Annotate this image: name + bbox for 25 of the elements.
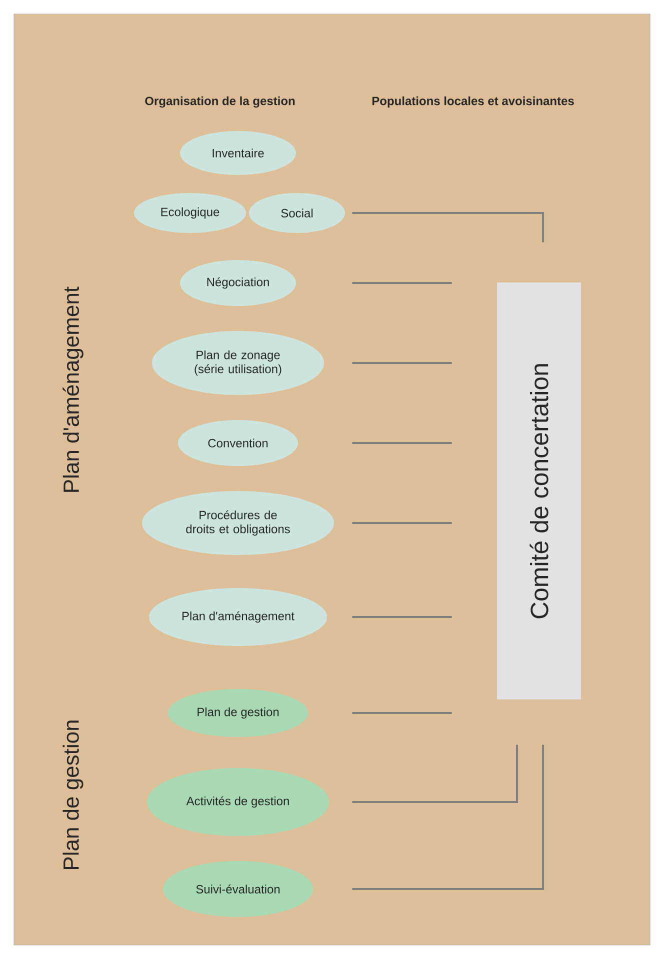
ellipse-node: Activités de gestion xyxy=(147,768,329,836)
ellipse-node: Suivi-évaluation xyxy=(163,861,313,917)
committee-box: Comité de concertation xyxy=(497,282,581,700)
ellipse-node: Procédures de droits et obligations xyxy=(142,491,334,555)
ellipse-node: Négociation xyxy=(180,260,296,306)
section-label: Plan de gestion xyxy=(62,720,84,870)
connector-line xyxy=(352,362,452,364)
connector-line xyxy=(352,522,452,524)
connector-line xyxy=(352,712,452,714)
ellipse-node: Convention xyxy=(178,420,298,466)
ellipse-node: Ecologique xyxy=(134,193,246,233)
column-heading: Organisation de la gestion xyxy=(145,96,295,108)
ellipse-node: Inventaire xyxy=(180,131,296,175)
column-heading: Populations locales et avoisinantes xyxy=(372,96,574,108)
ellipse-node: Plan d'aménagement xyxy=(149,588,327,646)
connector-line xyxy=(352,282,452,284)
ellipse-node: Plan de gestion xyxy=(168,689,308,737)
connector-line xyxy=(352,744,518,803)
connector-line xyxy=(352,212,544,242)
ellipse-node: Social xyxy=(249,193,345,233)
connector-line xyxy=(352,744,544,890)
connector-line xyxy=(352,442,452,444)
section-label: Plan d'aménagement xyxy=(62,286,84,492)
connector-line xyxy=(352,616,452,618)
ellipse-node: Plan de zonage (série utilisation) xyxy=(152,331,324,395)
